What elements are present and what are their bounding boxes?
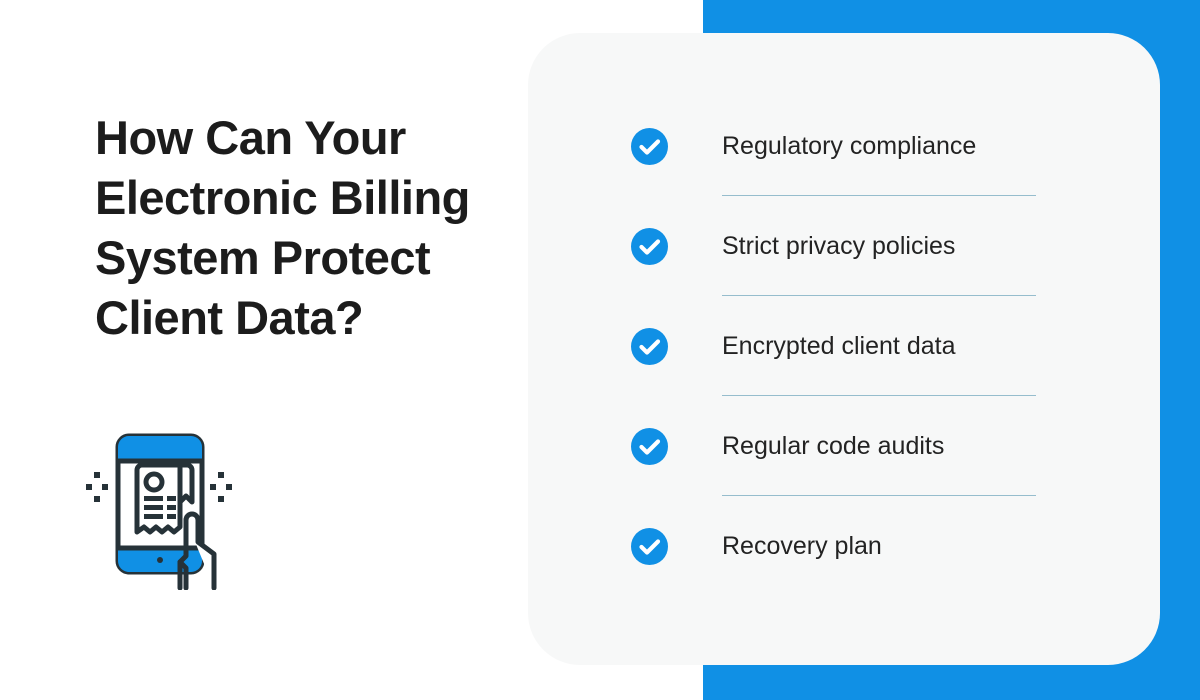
list-item[interactable]: Regulatory compliance	[631, 128, 1051, 228]
list-divider	[722, 295, 1036, 296]
receipt-ribbon	[177, 462, 195, 505]
decorative-dots-left	[86, 472, 108, 502]
phone-home-button	[157, 557, 163, 563]
hand-palm	[177, 559, 189, 591]
decorative-dots-right	[210, 472, 232, 502]
check-circle-icon	[631, 328, 668, 365]
list-item-label: Strict privacy policies	[722, 232, 956, 260]
list-divider	[722, 195, 1036, 196]
list-divider	[722, 395, 1036, 396]
check-circle-icon	[631, 128, 668, 165]
check-circle-icon	[631, 528, 668, 565]
list-item-label: Recovery plan	[722, 532, 882, 560]
check-circle-icon	[631, 228, 668, 265]
list-divider	[722, 495, 1036, 496]
page-title: How Can Your Electronic Billing System P…	[95, 111, 470, 344]
receipt-logo	[143, 471, 165, 493]
security-checklist: Regulatory compliance Strict privacy pol…	[631, 128, 1051, 628]
list-item[interactable]: Regular code audits	[631, 428, 1051, 528]
receipt-lines	[144, 496, 176, 519]
list-item-label: Regular code audits	[722, 432, 945, 460]
mobile-invoice-touch-illustration	[80, 430, 245, 591]
phone-top-band	[118, 436, 202, 461]
check-circle-icon	[631, 428, 668, 465]
list-item-label: Encrypted client data	[722, 332, 956, 360]
hand-index-finger	[183, 511, 217, 591]
list-item[interactable]: Strict privacy policies	[631, 228, 1051, 328]
list-item-label: Regulatory compliance	[722, 132, 977, 160]
list-item[interactable]: Recovery plan	[631, 528, 1051, 628]
list-item[interactable]: Encrypted client data	[631, 328, 1051, 428]
hand-thumb	[177, 517, 189, 591]
